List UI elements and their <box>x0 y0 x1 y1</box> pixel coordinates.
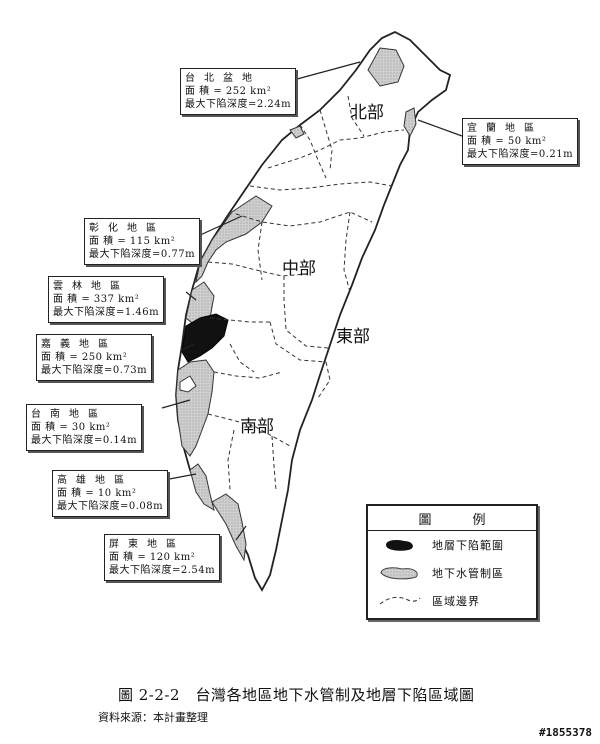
callout-name: 宜蘭地區 <box>467 123 543 134</box>
callout-area: 面 積 = 252 km² <box>185 86 272 97</box>
callout-area: 面 積 = 50 km² <box>467 136 547 147</box>
callout-depth: 最大下陷深度=0.21m <box>467 149 574 160</box>
figure-source: 資料來源：本計畫整理 <box>98 711 208 724</box>
callout-chiayi: 嘉義地區 面 積 = 250 km² 最大下陷深度=0.73m <box>36 334 153 381</box>
legend-title-left: 圖 <box>418 512 432 528</box>
callout-depth: 最大下陷深度=2.24m <box>185 99 292 110</box>
taiwan-outline <box>175 30 452 592</box>
callout-area: 面 積 = 30 km² <box>31 422 111 433</box>
legend-label: 地下水管制區 <box>432 567 504 580</box>
control-zone-taipei <box>367 47 405 87</box>
callout-name: 雲林地區 <box>53 281 129 292</box>
legend-label: 地層下陷範圍 <box>432 539 504 552</box>
region-boundaries <box>207 95 405 491</box>
control-zone-yilan <box>403 107 417 138</box>
legend-row-subsidence: 地層下陷範圍 <box>368 531 536 559</box>
subsidence-white-hole <box>179 375 197 393</box>
callout-changhua: 彰化地區 面 積 = 115 km² 最大下陷深度=0.77m <box>84 218 201 265</box>
callout-name: 屏東地區 <box>109 539 185 550</box>
callout-yunlin: 雲林地區 面 積 = 337 km² 最大下陷深度=1.46m <box>48 276 165 323</box>
region-central: 中部 <box>282 259 316 279</box>
control-zone-pingtung <box>211 493 247 562</box>
callout-depth: 最大下陷深度=0.77m <box>89 249 196 260</box>
callout-name: 高雄地區 <box>57 475 133 486</box>
region-north: 北部 <box>350 103 384 123</box>
callout-name: 彰化地區 <box>89 223 165 234</box>
region-south: 南部 <box>240 417 274 437</box>
callout-area: 面 積 = 250 km² <box>41 352 128 363</box>
callout-area: 面 積 = 120 km² <box>109 552 196 563</box>
image-stamp: #1855378 <box>539 726 592 739</box>
callout-depth: 最大下陷深度=0.14m <box>31 435 138 446</box>
callout-pingtung: 屏東地區 面 積 = 120 km² 最大下陷深度=2.54m <box>104 534 221 581</box>
callout-name: 嘉義地區 <box>41 339 117 350</box>
callout-area: 面 積 = 10 km² <box>57 488 137 499</box>
control-zone-taoyuan <box>289 125 305 139</box>
legend-row-control: 地下水管制區 <box>368 559 536 587</box>
region-east: 東部 <box>336 327 370 347</box>
legend-label: 區域邊界 <box>432 595 480 608</box>
callout-name: 台北盆地 <box>185 73 261 84</box>
callout-taipei: 台北盆地 面 積 = 252 km² 最大下陷深度=2.24m <box>180 68 297 115</box>
legend-title-right: 例 <box>472 512 486 528</box>
callout-kaohsiung: 高雄地區 面 積 = 10 km² 最大下陷深度=0.08m <box>52 470 169 517</box>
callout-depth: 最大下陷深度=0.73m <box>41 365 148 376</box>
subsidence-area-yunlin-chiayi <box>181 313 229 363</box>
callout-name: 台南地區 <box>31 409 107 420</box>
gray-blob-icon <box>368 565 432 581</box>
callout-area: 面 積 = 337 km² <box>53 294 140 305</box>
callout-depth: 最大下陷深度=1.46m <box>53 307 160 318</box>
legend: 圖 例 地層下陷範圍 地下水管制區 區域邊界 <box>366 504 538 620</box>
callout-tainan: 台南地區 面 積 = 30 km² 最大下陷深度=0.14m <box>26 404 143 451</box>
callout-depth: 最大下陷深度=0.08m <box>57 501 164 512</box>
leader-lines <box>161 61 463 541</box>
legend-title: 圖 例 <box>368 506 536 531</box>
figure-caption: 圖 2-2-2 台灣各地區地下水管制及地層下陷區域圖 <box>118 686 475 704</box>
legend-row-boundary: 區域邊界 <box>368 587 536 615</box>
black-blob-icon <box>368 538 432 552</box>
callout-area: 面 積 = 115 km² <box>89 236 176 247</box>
callout-yilan: 宜蘭地區 面 積 = 50 km² 最大下陷深度=0.21m <box>462 118 579 165</box>
callout-depth: 最大下陷深度=2.54m <box>109 565 216 576</box>
dashed-line-icon <box>368 594 432 608</box>
